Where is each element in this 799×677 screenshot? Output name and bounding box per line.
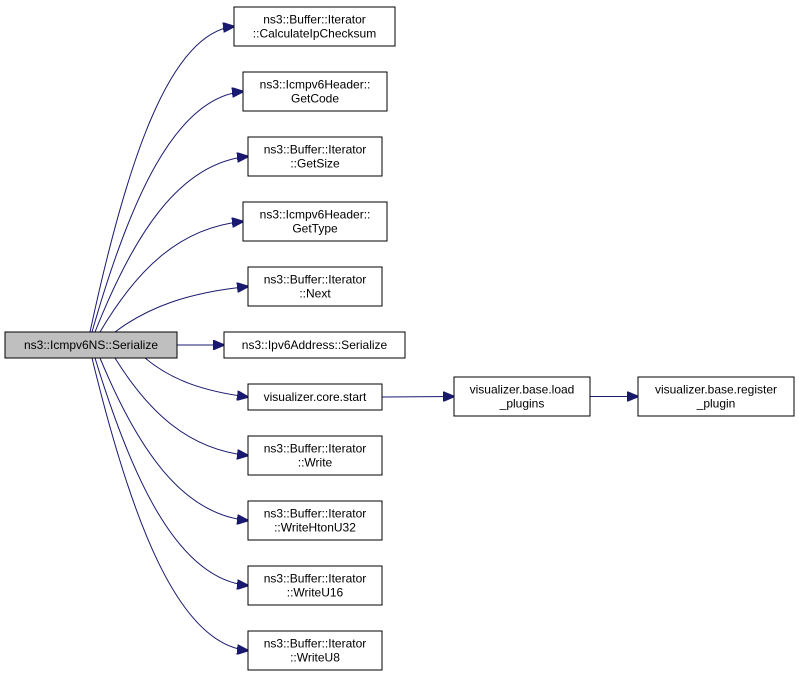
- node-label-line: ::WriteU16: [287, 586, 344, 600]
- node-box: [453, 376, 591, 417]
- node-box: [247, 500, 383, 541]
- edge-root-to-writeu16: [94, 357, 248, 586]
- node-label-line: GetCode: [291, 92, 339, 106]
- node-label-line: ns3::Buffer::Iterator: [264, 143, 367, 157]
- node-ipv6serialize[interactable]: ns3::Ipv6Address::Serialize: [223, 331, 406, 359]
- node-box: [247, 630, 383, 671]
- node-label-line: _plugins: [499, 397, 545, 411]
- node-write[interactable]: ns3::Buffer::Iterator::Write: [247, 435, 383, 476]
- node-label-line: ns3::Buffer::Iterator: [264, 507, 367, 521]
- node-label-line: ::GetSize: [290, 157, 340, 171]
- edge-root-to-writehtonu32: [99, 357, 248, 521]
- node-gettype[interactable]: ns3::Icmpv6Header::GetType: [242, 201, 388, 242]
- edge-root-to-corestart: [144, 357, 248, 397]
- node-root[interactable]: ns3::Icmpv6NS::Serialize: [4, 331, 178, 359]
- node-label-line: ns3::Buffer::Iterator: [264, 442, 367, 456]
- node-box: [233, 6, 396, 47]
- node-getsize[interactable]: ns3::Buffer::Iterator::GetSize: [247, 136, 383, 177]
- node-label-line: visualizer.base.register: [655, 383, 777, 397]
- node-label-line: ::Write: [298, 456, 333, 470]
- node-label-line: ns3::Icmpv6Header::: [260, 78, 371, 92]
- node-box: [247, 383, 383, 411]
- node-label-line: _plugin: [696, 397, 736, 411]
- node-label-line: ns3::Buffer::Iterator: [264, 637, 367, 651]
- node-box: [242, 201, 388, 242]
- node-label-line: ns3::Buffer::Iterator: [264, 572, 367, 586]
- node-corestart[interactable]: visualizer.core.start: [247, 383, 383, 411]
- node-label-line: visualizer.core.start: [264, 390, 367, 404]
- node-calcchecksum[interactable]: ns3::Buffer::Iterator::CalculateIpChecks…: [233, 6, 396, 47]
- edge-root-to-getsize: [94, 157, 248, 333]
- nodes-layer: ns3::Icmpv6NS::Serializens3::Buffer::Ite…: [4, 6, 795, 671]
- edge-root-to-writeu8: [91, 357, 248, 651]
- node-loadplugins[interactable]: visualizer.base.load_plugins: [453, 376, 591, 417]
- edge-corestart-to-loadplugins: [381, 397, 454, 398]
- node-label-line: GetType: [292, 222, 338, 236]
- node-label-line: ns3::Icmpv6Header::: [260, 208, 371, 222]
- edge-root-to-next: [114, 287, 248, 333]
- node-label-line: ns3::Buffer::Iterator: [264, 273, 367, 287]
- node-label-line: ::Next: [299, 287, 331, 301]
- edge-root-to-write: [114, 357, 248, 456]
- edge-root-to-calcchecksum: [89, 27, 234, 333]
- node-label-line: ns3::Icmpv6NS::Serialize: [24, 338, 158, 352]
- node-writeu16[interactable]: ns3::Buffer::Iterator::WriteU16: [247, 565, 383, 606]
- node-box: [247, 136, 383, 177]
- node-box: [637, 376, 795, 417]
- node-label-line: ns3::Buffer::Iterator: [263, 13, 366, 27]
- edges-layer: [89, 27, 638, 651]
- node-writehtonu32[interactable]: ns3::Buffer::Iterator::WriteHtonU32: [247, 500, 383, 541]
- node-label-line: ::CalculateIpChecksum: [253, 27, 376, 41]
- edge-root-to-getcode: [91, 92, 243, 333]
- edge-root-to-gettype: [99, 222, 243, 333]
- node-box: [247, 565, 383, 606]
- node-label-line: ns3::Ipv6Address::Serialize: [242, 338, 388, 352]
- node-box: [247, 435, 383, 476]
- node-getcode[interactable]: ns3::Icmpv6Header::GetCode: [242, 71, 388, 112]
- node-registerplugin[interactable]: visualizer.base.register_plugin: [637, 376, 795, 417]
- node-box: [4, 331, 178, 359]
- node-box: [247, 266, 383, 307]
- node-box: [242, 71, 388, 112]
- node-label-line: ::WriteHtonU32: [274, 521, 356, 535]
- node-writeu8[interactable]: ns3::Buffer::Iterator::WriteU8: [247, 630, 383, 671]
- node-label-line: visualizer.base.load: [470, 383, 575, 397]
- node-box: [223, 331, 406, 359]
- node-next[interactable]: ns3::Buffer::Iterator::Next: [247, 266, 383, 307]
- node-label-line: ::WriteU8: [290, 651, 340, 665]
